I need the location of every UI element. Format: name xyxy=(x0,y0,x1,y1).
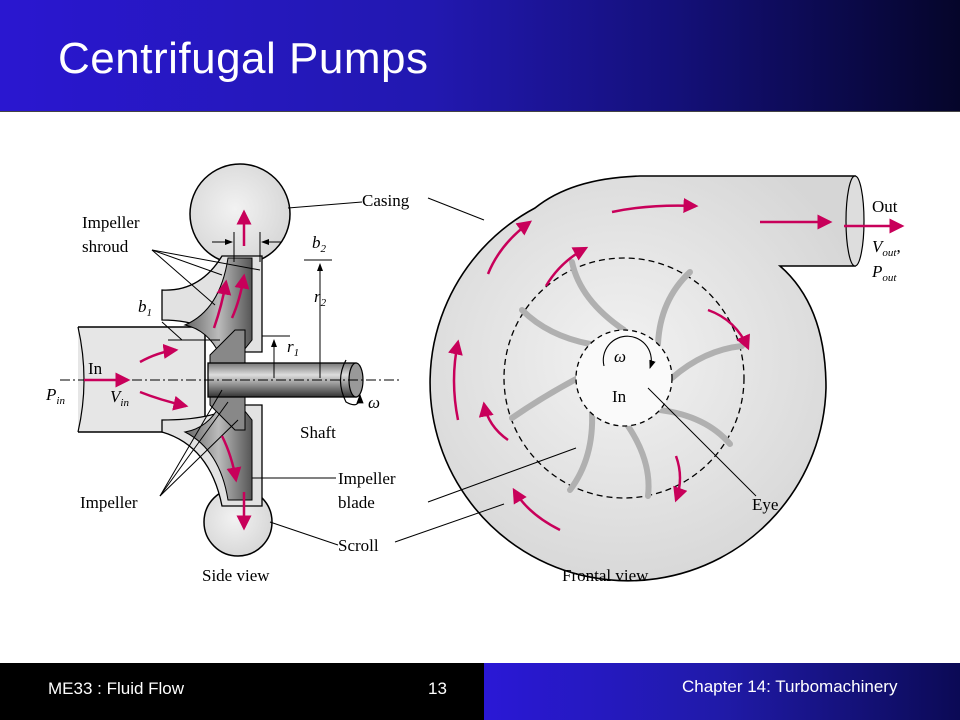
label-impeller-blade-2: blade xyxy=(338,493,375,512)
rotation-arrow xyxy=(339,359,364,406)
footer-page-number: 13 xyxy=(428,679,447,698)
footer-right-bar xyxy=(484,663,960,720)
label-p-in: Pin xyxy=(45,385,65,407)
label-b1: b1 xyxy=(138,297,152,319)
label-in-side: In xyxy=(88,359,103,378)
label-scroll: Scroll xyxy=(338,536,379,555)
label-r2: r2 xyxy=(314,287,327,309)
label-v-in: Vin xyxy=(110,387,129,409)
label-r1: r1 xyxy=(287,337,299,359)
impeller-eye xyxy=(575,329,673,427)
label-impeller-shroud-2: shroud xyxy=(82,237,129,256)
impeller-outline xyxy=(503,257,745,499)
title-bar: Centrifugal Pumps xyxy=(0,0,960,112)
caption-side-view: Side view xyxy=(202,566,270,585)
label-b2: b2 xyxy=(312,233,327,255)
impeller-blades xyxy=(509,259,745,499)
label-out: Out xyxy=(872,197,898,216)
side-view xyxy=(60,163,400,557)
footer-course: ME33 : Fluid Flow xyxy=(48,679,185,698)
footer-chapter: Chapter 14: Turbomachinery xyxy=(682,677,898,696)
page-title: Centrifugal Pumps xyxy=(58,34,429,83)
label-v-out: Vout, xyxy=(872,237,901,259)
label-omega-side: ω xyxy=(368,393,380,412)
label-impeller-shroud-1: Impeller xyxy=(82,213,140,232)
label-impeller: Impeller xyxy=(80,493,138,512)
frontal-view xyxy=(394,175,905,582)
caption-frontal-view: Frontal view xyxy=(562,566,649,585)
label-eye: Eye xyxy=(752,495,778,514)
label-p-out: Pout xyxy=(871,262,897,284)
top-scroll-bulb xyxy=(189,163,291,265)
label-casing: Casing xyxy=(362,191,410,210)
label-shaft: Shaft xyxy=(300,423,336,442)
footer-left-bar xyxy=(0,663,484,720)
label-omega-front: ω xyxy=(614,347,626,366)
label-impeller-blade-1: Impeller xyxy=(338,469,396,488)
label-in-front: In xyxy=(612,387,627,406)
